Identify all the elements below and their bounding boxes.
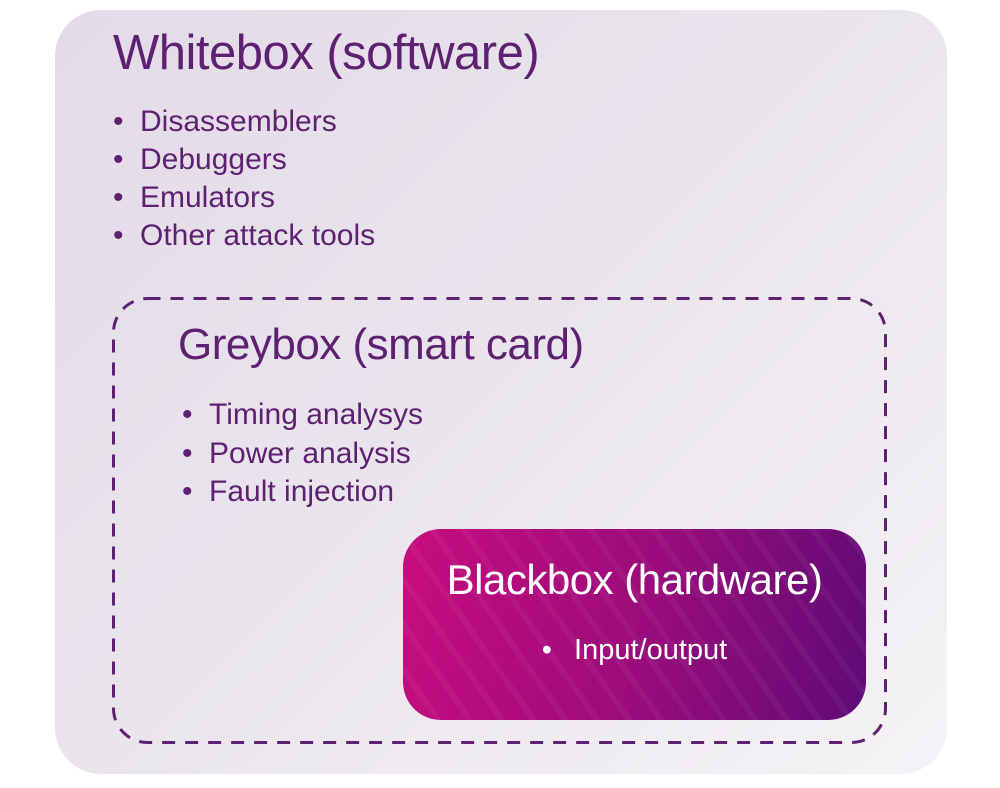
bullet-icon: • xyxy=(113,181,124,214)
greybox-list: • Timing analysys • Power analysis • Fau… xyxy=(182,396,423,512)
bullet-icon: • xyxy=(113,219,124,252)
bullet-icon: • xyxy=(182,436,193,470)
list-item: • Fault injection xyxy=(182,473,423,512)
list-item: • Timing analysys xyxy=(182,396,423,435)
list-item: • Disassemblers xyxy=(113,103,375,141)
bullet-icon: • xyxy=(182,475,193,508)
blackbox-container: Blackbox (hardware) • Input/output xyxy=(403,529,866,720)
greybox-title: Greybox (smart card) xyxy=(178,320,584,369)
list-item: • Input/output xyxy=(542,633,727,667)
blackbox-list: • Input/output xyxy=(403,633,866,667)
bullet-icon: • xyxy=(541,634,552,666)
whitebox-list: • Disassemblers • Debuggers • Emulators … xyxy=(113,103,375,255)
bullet-icon: • xyxy=(113,105,124,138)
bullet-icon: • xyxy=(182,398,193,431)
list-item: • Debuggers xyxy=(113,141,375,179)
list-item-label: Disassemblers xyxy=(140,105,337,138)
list-item-label: Input/output xyxy=(574,634,728,666)
list-item-label: Debuggers xyxy=(140,143,287,176)
bullet-icon: • xyxy=(113,143,124,176)
list-item-label: Power analysis xyxy=(209,436,411,470)
blackbox-title: Blackbox (hardware) xyxy=(446,556,823,603)
greybox-dashed-border xyxy=(112,297,887,744)
list-item-label: Timing analysys xyxy=(209,398,423,431)
whitebox-title: Whitebox (software) xyxy=(113,26,540,80)
list-item-label: Emulators xyxy=(140,181,276,214)
list-item: • Other attack tools xyxy=(113,217,375,255)
list-item: • Emulators xyxy=(113,179,375,217)
list-item-label: Other attack tools xyxy=(140,219,376,252)
list-item-label: Fault injection xyxy=(209,475,395,508)
greybox-container: Greybox (smart card) • Timing analysys •… xyxy=(112,297,887,744)
whitebox-container: Whitebox (software) • Disassemblers • De… xyxy=(55,10,947,774)
list-item: • Power analysis xyxy=(182,435,423,474)
